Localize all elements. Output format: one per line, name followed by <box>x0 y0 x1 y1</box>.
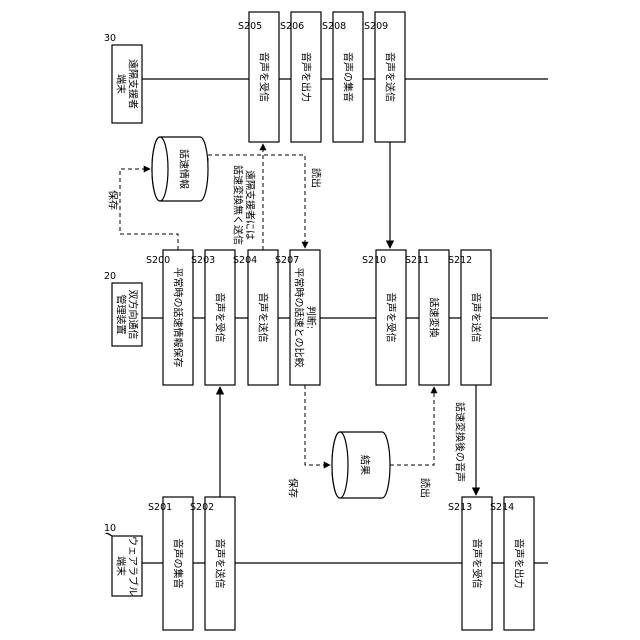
annotation-read-bottom: 読出 <box>419 478 432 498</box>
step-s203-text: 音声を受信 <box>214 293 227 343</box>
annotation-save-top: 保存 <box>107 190 120 210</box>
step-s211-text: 話速変換 <box>428 298 441 338</box>
step-s208-text: 音声の集音 <box>342 52 355 102</box>
step-s206: 音声を出力 S206 <box>280 12 321 142</box>
step-s210-text: 音声を受信 <box>385 293 398 343</box>
store-speech-rate-info-label: 話速情報 <box>178 149 191 189</box>
step-s203-id: S203 <box>191 255 215 266</box>
entity-manager: 双方向通信管理装置 20 <box>104 271 142 346</box>
step-s209-id: S209 <box>364 21 388 32</box>
store-result: 結果 <box>332 432 390 498</box>
step-s201-text: 音声の集音 <box>172 539 185 589</box>
step-s208-id: S208 <box>322 21 346 32</box>
step-s205-id: S205 <box>238 21 262 32</box>
step-s201-id: S201 <box>148 502 172 513</box>
step-s212-id: S212 <box>448 255 472 266</box>
step-s200-id: S200 <box>146 255 170 266</box>
entity-manager-name: 双方向通信管理装置 <box>115 290 140 340</box>
step-s211-id: S211 <box>405 255 429 266</box>
step-s206-id: S206 <box>280 21 304 32</box>
step-s204-text: 音声を送信 <box>257 293 270 343</box>
entity-remote: 遠隔支援者端末 30 <box>104 33 142 123</box>
step-s205: 音声を受信 S205 <box>238 12 279 142</box>
step-s209: 音声を送信 S209 <box>364 12 405 142</box>
arrow-read-result <box>390 387 434 465</box>
entity-manager-number: 20 <box>104 271 116 282</box>
entity-remote-number: 30 <box>104 33 116 44</box>
step-s206-text: 音声を出力 <box>300 52 313 102</box>
step-s202-text: 音声を送信 <box>214 539 227 589</box>
step-s210-id: S210 <box>362 255 386 266</box>
step-s214-text: 音声を出力 <box>513 539 526 589</box>
step-s204-id: S204 <box>233 255 257 266</box>
arrow-read-speech-rate <box>208 155 305 248</box>
entity-wearable-number: 10 <box>104 523 116 534</box>
step-s200-text: 平常時の話速情報保存 <box>172 268 185 368</box>
annotation-save-bottom: 保存 <box>287 478 300 498</box>
step-s208: 音声の集音 S208 <box>322 12 363 142</box>
store-result-label: 結果 <box>359 455 372 475</box>
step-s214-id: S214 <box>490 502 514 513</box>
arrow-save-result <box>305 385 330 465</box>
annotation-read-top: 読出 <box>310 168 323 188</box>
step-s212-text: 音声を送信 <box>470 293 483 343</box>
step-s207-id: S207 <box>275 255 299 266</box>
step-s209-text: 音声を送信 <box>384 52 397 102</box>
store-speech-rate-info: 話速情報 <box>152 137 208 201</box>
step-s205-text: 音声を受信 <box>258 52 271 102</box>
step-s202-id: S202 <box>190 502 214 513</box>
step-s213-id: S213 <box>448 502 472 513</box>
annotation-converted-voice: 話速変換後の音声 <box>454 402 467 482</box>
annotation-to-remote-note: 遠隔支援者には話速変換無く送信 <box>232 165 257 245</box>
step-s213-text: 音声を受信 <box>471 539 484 589</box>
entity-wearable: ウェアラブル端末 10 <box>104 523 142 596</box>
